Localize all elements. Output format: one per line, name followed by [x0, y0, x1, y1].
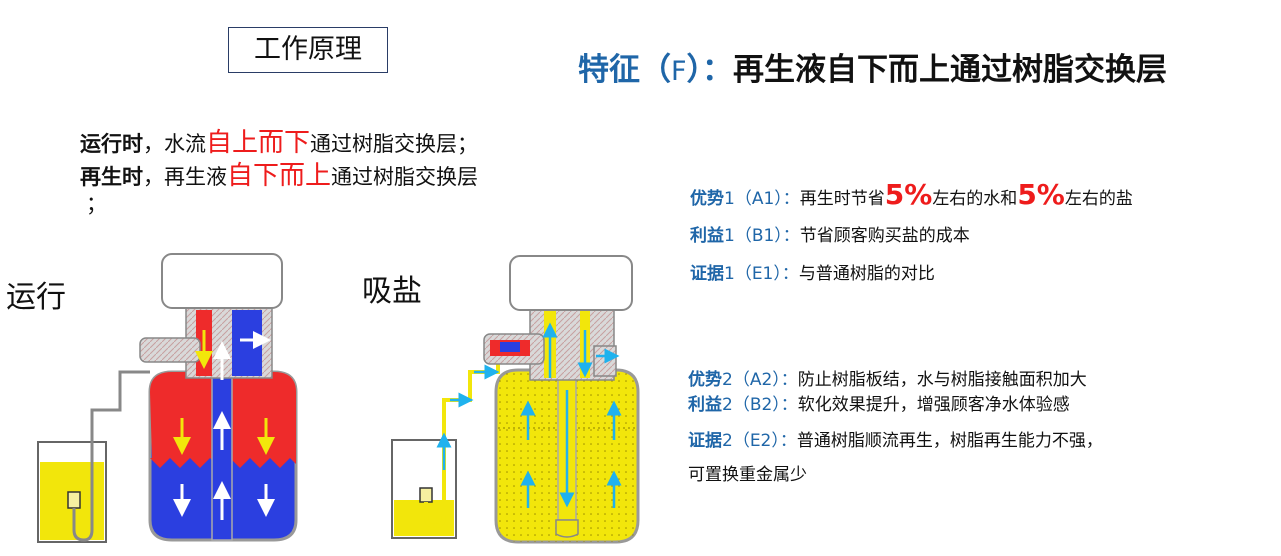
feature-e2-label: 证据 — [688, 431, 722, 451]
intro-run-bold: 运行时 — [80, 132, 143, 156]
intro-regen-pre: ，再生液 — [143, 165, 227, 189]
feature-a1-text1: 再生时节省 — [799, 189, 885, 209]
intro-run-red: 自上而下 — [206, 128, 311, 158]
brine-beaker — [391, 439, 457, 539]
brine-diagram — [391, 255, 640, 544]
headline-text: 再生液自下而上通过树脂交换层 — [733, 52, 1168, 88]
feature-a1-text3: 左右的盐 — [1064, 189, 1133, 209]
feature-a1-num1: 5% — [884, 178, 933, 211]
feature-a1: 优势1（A1）：再生时节省5%左右的水和5%左右的盐 — [690, 178, 1133, 211]
run-diagram — [37, 253, 298, 543]
headline-prefix: 特征（ — [578, 52, 671, 88]
feature-a2-code: 2（A2）： — [722, 370, 798, 390]
feature-e1-text: 与普通树脂的对比 — [798, 264, 935, 284]
brine-cap — [509, 255, 633, 311]
feature-b1-label: 利益 — [690, 226, 724, 246]
intro-regen-bold: 再生时 — [80, 165, 143, 189]
feature-a2-text: 防止树脂板结，水与树脂接触面积加大 — [797, 370, 1087, 390]
feature-e2-text: 普通树脂顺流再生，树脂再生能力不强， — [796, 431, 1103, 451]
feature-b2-label: 利益 — [688, 395, 722, 415]
intro-line-run: 运行时，水流自上而下通过树脂交换层； — [80, 122, 478, 159]
feature-b2-text: 软化效果提升，增强顾客净水体验感 — [797, 395, 1070, 415]
intro-line-regen: 再生时，再生液自下而上通过树脂交换层 — [80, 155, 478, 192]
feature-a1-text2: 左右的水和 — [932, 189, 1018, 209]
feature-e1-label: 证据 — [690, 264, 724, 284]
run-float — [67, 491, 81, 509]
feature-a2: 优势2（A2）：防止树脂板结，水与树脂接触面积加大 — [688, 365, 1087, 390]
intro-run-post: 通过树脂交换层； — [310, 132, 479, 156]
feature-e1: 证据1（E1）：与普通树脂的对比 — [690, 259, 935, 284]
run-suction-tube — [72, 370, 150, 542]
run-injector — [139, 337, 201, 363]
feature-a1-label: 优势 — [690, 189, 724, 209]
brine-float — [419, 487, 433, 503]
feature-e2: 证据2（E2）：普通树脂顺流再生，树脂再生能力不强， — [688, 426, 1103, 451]
intro-line-semicolon: ； — [86, 192, 107, 216]
feature-b1: 利益1（B1）：节省顾客购买盐的成本 — [690, 221, 970, 246]
feature-b2: 利益2（B2）：软化效果提升，增强顾客净水体验感 — [688, 390, 1070, 415]
diagram-label-brine: 吸盐 — [362, 274, 422, 309]
section-title-box: 工作原理 — [228, 27, 388, 73]
feature-a1-num2: 5% — [1017, 178, 1065, 211]
feature-b2-code: 2（B2）： — [722, 395, 798, 415]
headline-suffix: ）： — [686, 52, 734, 88]
headline-letter: F — [671, 56, 687, 87]
feature-e2-cont: 可置换重金属少 — [688, 465, 807, 485]
diagram-label-run: 运行 — [6, 280, 66, 315]
intro-regen-red: 自下而上 — [227, 161, 332, 191]
feature-e1-code: 1（E1）： — [724, 264, 799, 284]
intro-run-pre: ，水流 — [143, 132, 206, 156]
feature-b1-text: 节省顾客购买盐的成本 — [799, 226, 970, 246]
feature-e2-code: 2（E2）： — [722, 431, 797, 451]
feature-b1-code: 1（B1）： — [724, 226, 800, 246]
feature-a1-code: 1（A1）： — [724, 189, 800, 209]
run-beaker — [37, 441, 107, 543]
intro-regen-post: 通过树脂交换层 — [331, 165, 479, 189]
headline: 特征（F）：再生液自下而上通过树脂交换层 — [578, 44, 1167, 89]
run-cap — [161, 253, 283, 309]
feature-a2-label: 优势 — [688, 370, 722, 390]
